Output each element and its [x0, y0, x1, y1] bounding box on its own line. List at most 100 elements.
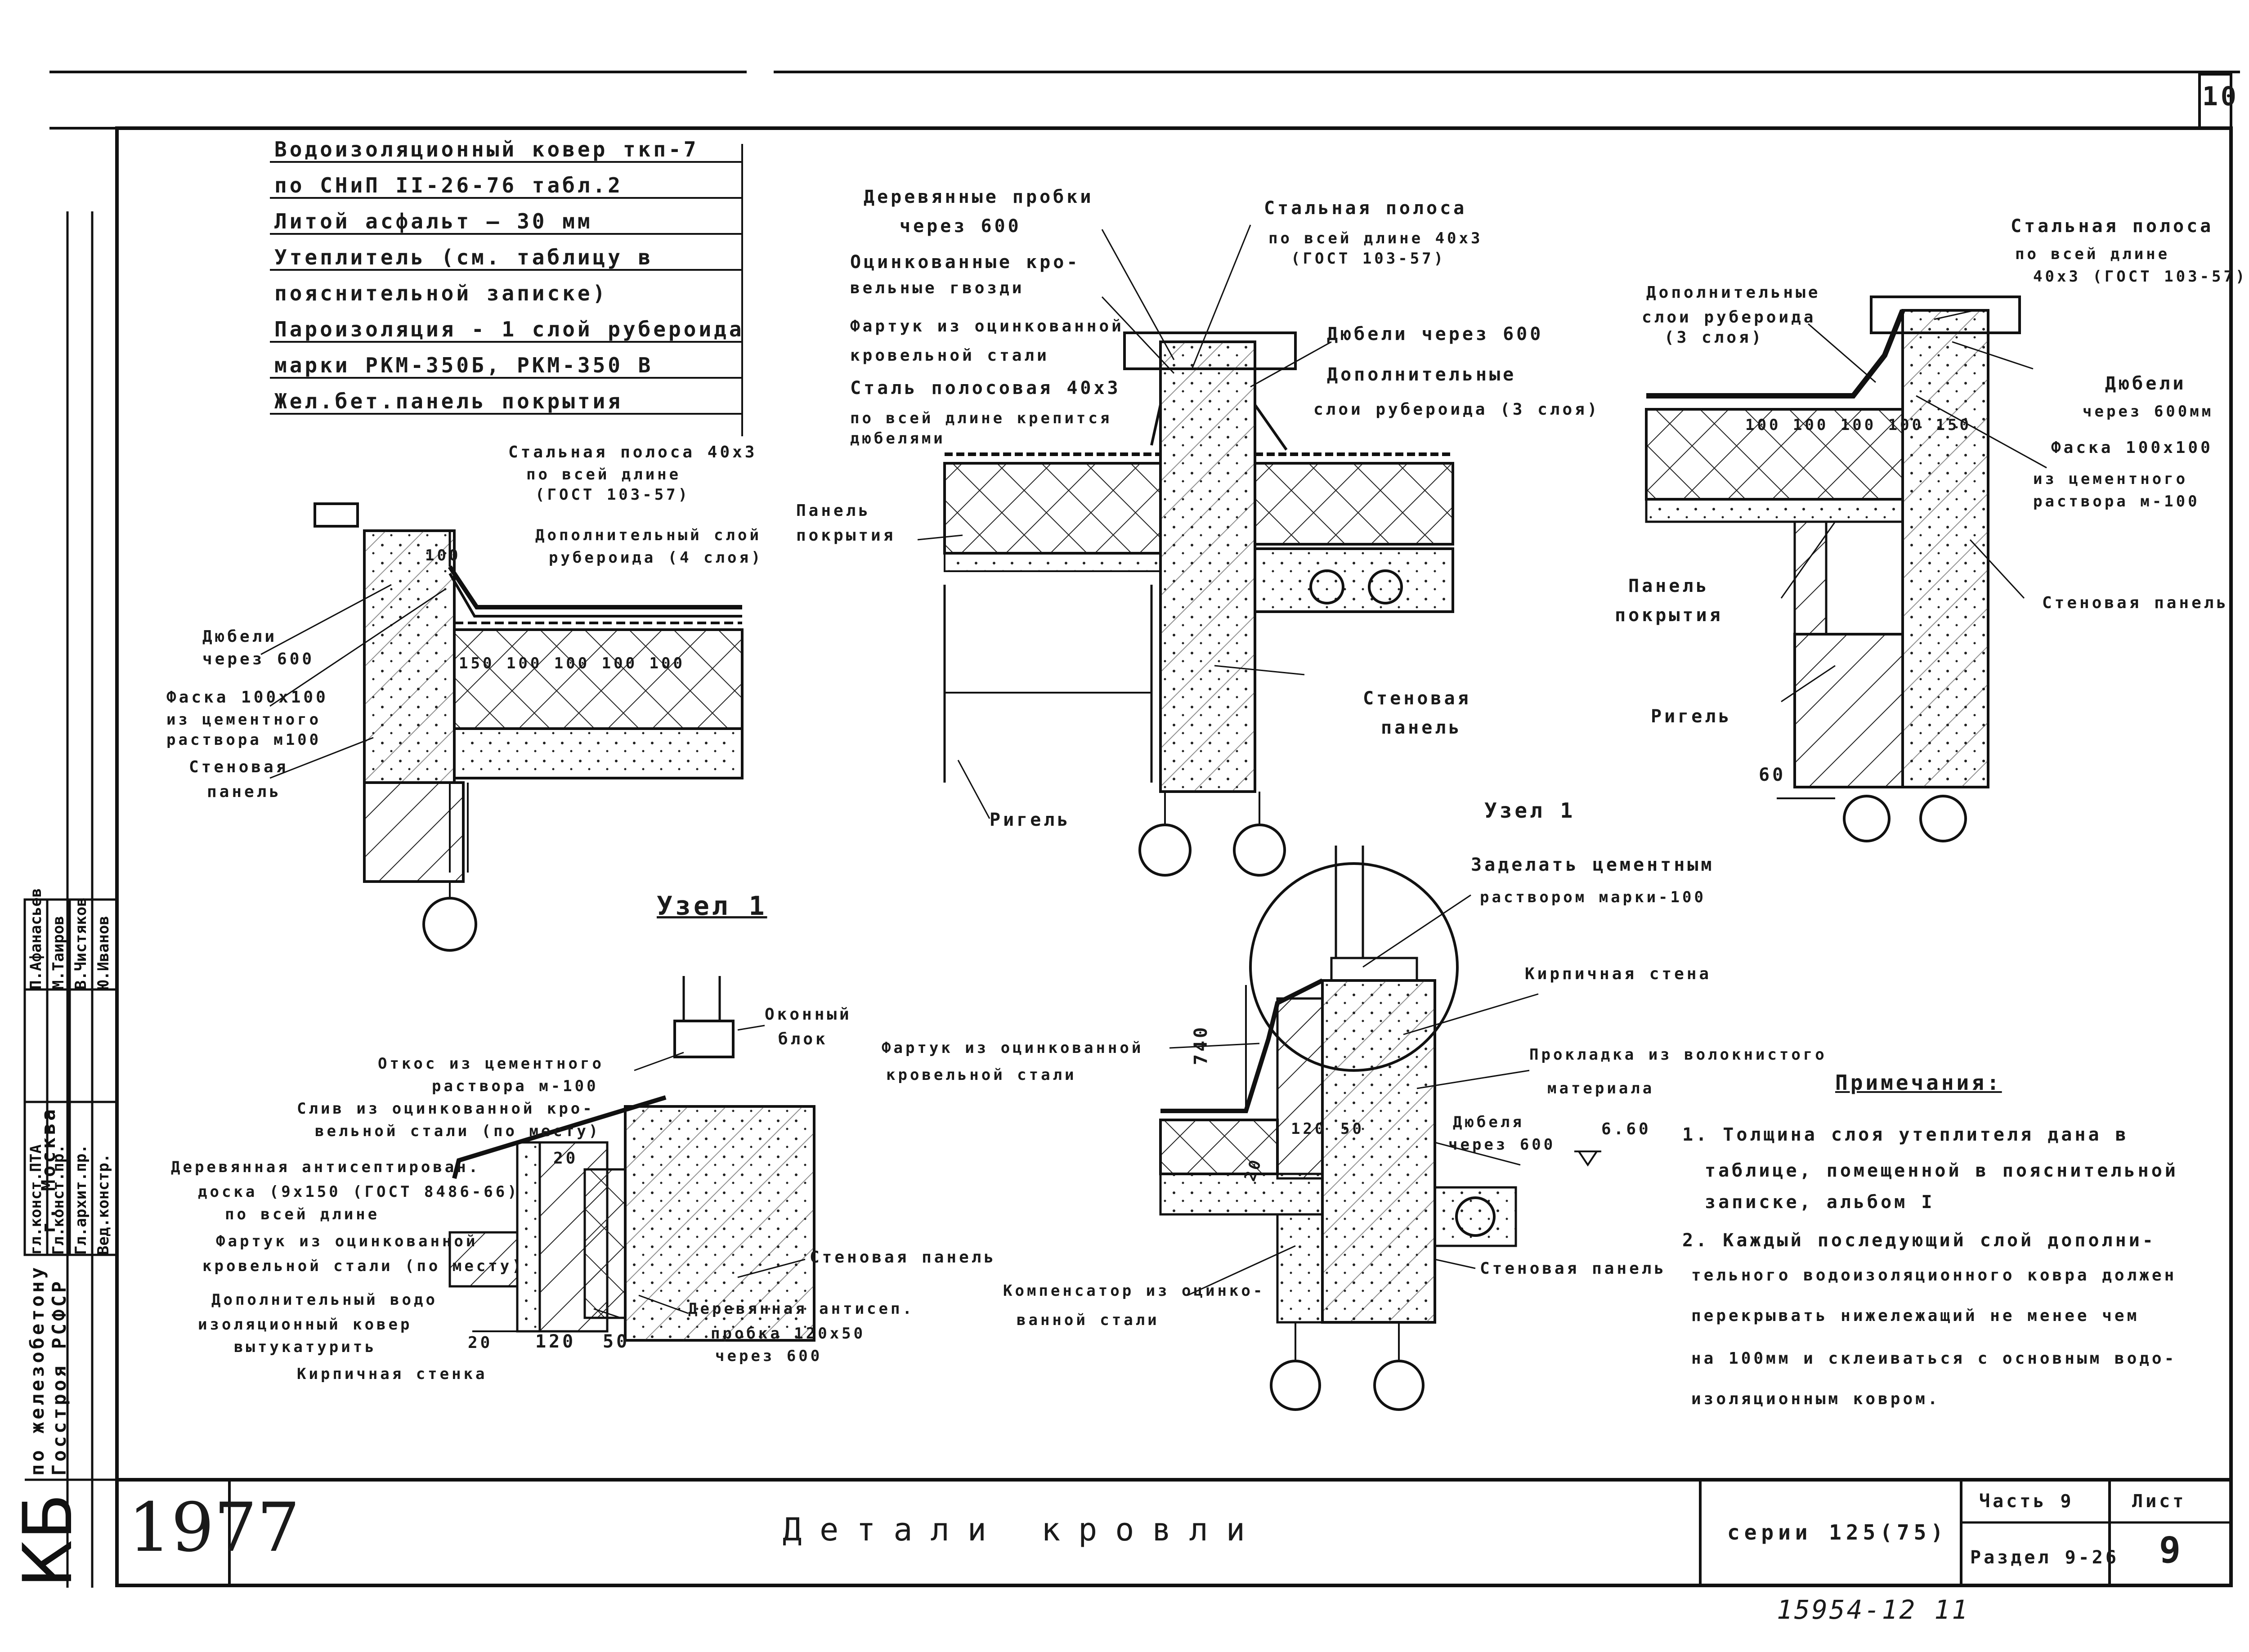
d3-dims: 100 100 100 100 150: [1745, 416, 1971, 434]
layer-line-4: Утеплитель (см. таблицу в: [274, 245, 654, 269]
detail-2-parapet: [917, 224, 1454, 877]
d5-dim50: 50: [1340, 1120, 1364, 1138]
sheet-label: Лист: [2132, 1491, 2186, 1512]
stamp-box: [23, 898, 118, 1481]
d5-dowels2: через 600: [1448, 1136, 1556, 1154]
d4-plug3: через 600: [715, 1347, 823, 1365]
d1-dowels: Дюбели: [202, 627, 278, 646]
d3-extra3: (3 слоя): [1664, 328, 1764, 347]
layer-line-6: Пароизоляция - 1 слой рубероида: [274, 317, 744, 341]
d4-dim20b: 20: [468, 1334, 493, 1352]
d4-plug2: пробка 120х50: [711, 1325, 866, 1343]
d1-dim100: 100: [425, 546, 461, 564]
d1-chamfer3: раствора м100: [166, 731, 322, 749]
org-line1: по железобетону: [26, 1264, 48, 1476]
d2-steel3: (ГОСТ 103-57): [1291, 250, 1446, 268]
d1-strip2: по всей длине: [526, 466, 681, 484]
stamp-names: П.Афанасьев М.Таиров В.Чистяков Ю.Иванов: [27, 888, 117, 989]
d4-drain: Слив из оцинкованной кро-: [297, 1100, 595, 1118]
d5-dim120: 120: [1291, 1120, 1327, 1138]
d1-wall: Стеновая: [189, 758, 289, 776]
d3-extra: Дополнительные: [1646, 283, 1821, 302]
detail-1-parapet: [260, 502, 744, 952]
note-line-4: 2. Каждый последующий слой дополни-: [1682, 1230, 2156, 1251]
d4-board: Деревянная антисептирован.: [171, 1158, 481, 1176]
org-line2: Госстроя РСФСР: [48, 1278, 70, 1476]
d4-extra: Дополнительный водо: [211, 1291, 438, 1309]
detail-3-parapet: [1645, 295, 2047, 842]
d4-board3: по всей длине: [225, 1205, 380, 1223]
sheet-title: Детали кровли: [783, 1511, 1263, 1548]
d3-beam: Ригель: [1651, 706, 1732, 727]
d3-chamfer2: из цементного: [2033, 470, 2188, 488]
d5-brick: Кирпичная стена: [1525, 965, 1712, 983]
d5-dowels: Дюбеля: [1453, 1113, 1524, 1131]
d2-plugs: Деревянные пробки: [864, 187, 1094, 207]
d4-title: Узел 1: [657, 891, 767, 921]
d4-extra2: изоляционный ковер: [198, 1316, 412, 1334]
d3-dim60: 60: [1759, 765, 1786, 785]
d2-panel: Панель: [796, 501, 871, 520]
layer-line-7: марки РКМ-350Б, РКМ-350 В: [274, 353, 654, 377]
d4-apron: Фартук из оцинкованной: [216, 1232, 478, 1250]
year: 1977: [128, 1489, 300, 1567]
d1-extra2: рубероида (4 слоя): [549, 549, 763, 567]
d2-strip3: дюбелями: [850, 430, 945, 448]
d2-beam: Ригель: [990, 810, 1071, 830]
d2-nails: Оцинкованные кро-: [850, 252, 1080, 273]
d1-dims: 150 100 100 100 100: [459, 654, 685, 672]
note-line-3: записке, альбом I: [1705, 1192, 1935, 1213]
stamp-role-3: Гл.архит.пр.: [72, 1144, 90, 1255]
d2-nails2: вельные гвозди: [850, 279, 1025, 297]
d2-apron: Фартук из оцинкованной: [850, 317, 1124, 336]
note-line-5: тельного водоизоляционного ковра должен: [1691, 1266, 2177, 1285]
d2-strip2: по всей длине крепится: [850, 409, 1112, 427]
d4-slope: Откос из цементного: [378, 1055, 604, 1073]
d4-window2: блок: [778, 1030, 828, 1048]
section: Раздел 9-26: [1970, 1547, 2119, 1568]
stamp-name-3: В.Чистяков: [72, 897, 90, 989]
d3-dowels2: через 600мм: [2083, 403, 2214, 421]
d3-chamfer3: раствора м-100: [2033, 492, 2200, 510]
sheet-number: 9: [2159, 1529, 2184, 1571]
d5-comp2: ванной стали: [1017, 1311, 1160, 1329]
d5-dim740: 740: [1191, 1024, 1212, 1066]
d2-apron2: кровельной стали: [850, 346, 1049, 365]
d5-gasket: Прокладка из волокнистого: [1529, 1046, 1827, 1064]
d1-strip3: (ГОСТ 103-57): [535, 486, 690, 504]
d5-gasket2: материала: [1547, 1079, 1655, 1097]
archive-number: 15954-12 11: [1777, 1594, 1970, 1625]
stamp-role-2: Гл.конст.пр.: [49, 1144, 67, 1255]
d3-panel2: покрытия: [1615, 605, 1723, 626]
series: серии 125(75): [1727, 1520, 1948, 1545]
layer-line-8: Жел.бет.панель покрытия: [274, 389, 623, 413]
d2-panel2: покрытия: [796, 526, 896, 545]
stamp-roles: гл.конст.ПТА Гл.конст.пр. Гл.архит.пр. В…: [27, 1106, 117, 1255]
d1-dowels2: через 600: [202, 650, 315, 668]
d2-steel: Стальная полоса: [1264, 198, 1467, 219]
note-line-8: изоляционным ковром.: [1691, 1390, 1940, 1408]
d4-plug: Деревянная антисеп.: [688, 1300, 914, 1318]
detail-5-window-node: [1159, 846, 1601, 1411]
note-line-6: перекрывать нижележащий не менее чем: [1691, 1307, 2140, 1325]
note-line-2: таблице, помещенной в пояснительной: [1705, 1160, 2178, 1181]
layer-line-2: по СНиП II-26-76 табл.2: [274, 173, 623, 197]
d1-extra: Дополнительный слой: [535, 526, 762, 544]
d2-extra: Дополнительные: [1327, 364, 1517, 385]
d4-wall: Стеновая панель: [810, 1248, 997, 1267]
layer-line-5: пояснительной записке): [274, 281, 608, 305]
d2-wall: Стеновая: [1363, 688, 1471, 709]
stamp-role-4: Вед.констр.: [94, 1153, 112, 1255]
d2-plugs2: через 600: [900, 216, 1021, 237]
note-line-7: на 100мм и склеиваться с основным водо-: [1691, 1349, 2177, 1368]
d5-mark: 6.60: [1601, 1120, 1651, 1138]
d4-window: Оконный: [765, 1005, 852, 1024]
d1-chamfer: Фаска 100х100: [166, 688, 328, 707]
d4-drain2: вельной стали (по месту): [315, 1122, 601, 1140]
detail-4-window-node: [448, 976, 815, 1342]
d4-extra3: вытукатурить: [234, 1338, 377, 1356]
d3-extra2: слои рубероида: [1642, 308, 1816, 327]
d5-title: Узел 1: [1484, 798, 1576, 823]
notes-heading: Примечания:: [1835, 1070, 2002, 1095]
corner-sheet-number: 10: [2202, 81, 2239, 112]
